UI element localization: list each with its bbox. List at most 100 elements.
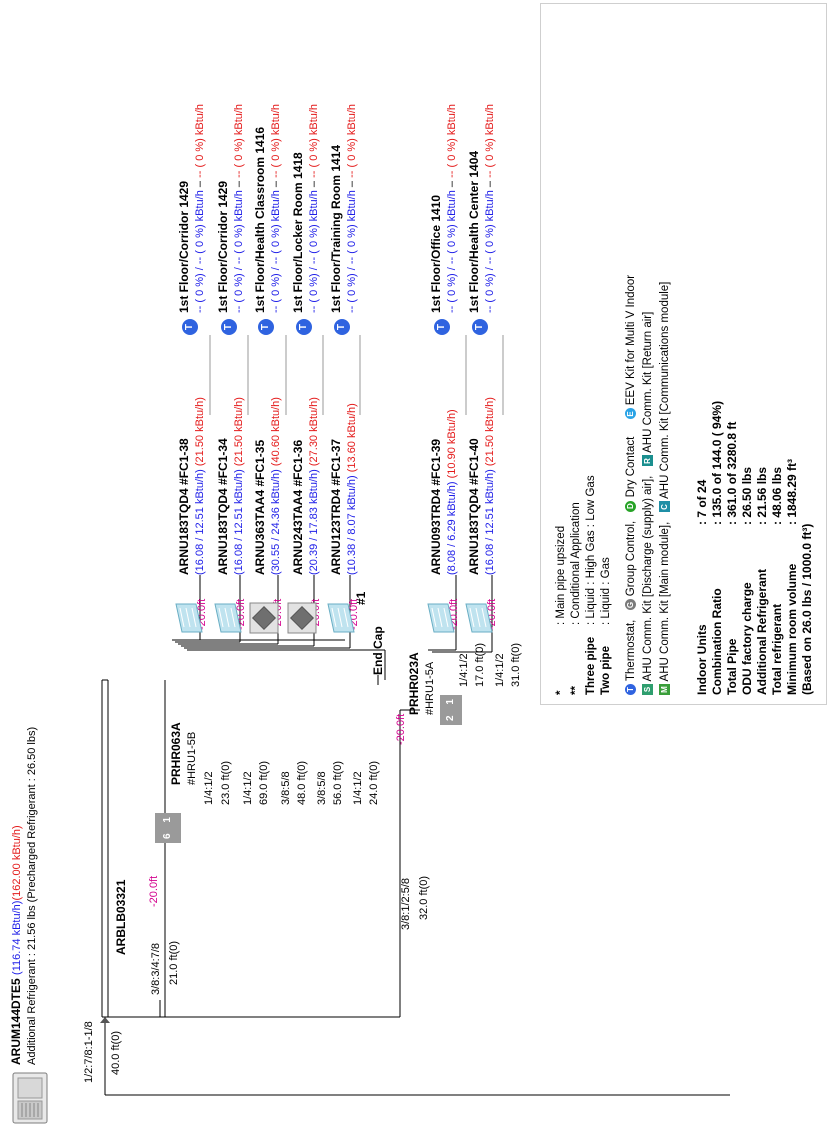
legend-note-1: *: Main pipe upsized bbox=[555, 525, 567, 695]
odu-model[interactable]: ARUM144DTE5 bbox=[9, 978, 23, 1065]
indoor-unit-model[interactable]: ARNU123TRD4 #FC1-37 bbox=[329, 438, 343, 575]
thermostat-icon[interactable]: T bbox=[434, 319, 450, 335]
room-load-rated: -- ( 0 %) kBtu/h bbox=[346, 103, 358, 178]
summary-value: : 7 of 24 bbox=[695, 479, 709, 525]
eev-kit-icon: E bbox=[625, 408, 637, 420]
room-load-capacity: -- ( 0 %) / -- ( 0 %) kBtu/h bbox=[194, 190, 206, 313]
ahu-return-icon: R bbox=[642, 455, 654, 467]
hru1-elevation: -20.0ft bbox=[148, 875, 160, 907]
indoor-unit-rated-value: (21.50 kBtu/h) bbox=[233, 397, 245, 467]
odu-pipe-size: 1/2:7/8:1-1/8 bbox=[83, 1021, 95, 1083]
room-load-rated: -- ( 0 %) kBtu/h bbox=[308, 103, 320, 178]
y-branch-pipe-a-length: 21.0 ft(0) bbox=[168, 940, 180, 985]
indoor-unit-model[interactable]: ARNU183TQD4 #FC1-34 bbox=[216, 438, 230, 575]
room-load-capacity: -- ( 0 %) / -- ( 0 %) kBtu/h bbox=[484, 190, 496, 313]
summary-value: : 26.50 lbs bbox=[740, 466, 754, 525]
indoor-unit-capacity-value: (16.08 / 12.51 kBtu/h) bbox=[484, 469, 496, 575]
indoor-unit-rated-value: (40.60 kBtu/h) bbox=[270, 397, 282, 467]
summary-value: : 48.06 lbs bbox=[770, 466, 784, 525]
thermostat-icon[interactable]: T bbox=[182, 319, 198, 335]
indoor-unit-capacity: (8.08 / 6.29 kBtu/h) (10.90 kBtu/h) bbox=[446, 409, 459, 575]
summary-label: Minimum room volume bbox=[785, 563, 799, 695]
hru1-pipe-3-len: 48.0 ft(0) bbox=[296, 760, 308, 805]
room-load-capacity: -- ( 0 %) / -- ( 0 %) kBtu/h bbox=[270, 190, 282, 313]
thermostat-icon[interactable]: T bbox=[221, 319, 237, 335]
hru1-pipe-1-size: 1/4:1/2 bbox=[203, 771, 215, 805]
ahu-main-icon: M bbox=[659, 684, 671, 695]
thermostat-icon[interactable]: T bbox=[296, 319, 312, 335]
ceiling-cassette-icon[interactable] bbox=[424, 601, 461, 635]
legend-panel bbox=[540, 3, 827, 705]
summary-label: Combination Ratio bbox=[710, 588, 724, 695]
indoor-unit-capacity: (20.39 / 17.83 kBtu/h) (27.30 kBtu/h) bbox=[308, 397, 321, 575]
summary-label: ODU factory charge bbox=[740, 582, 754, 695]
room-name: 1st Floor/Office 1410 bbox=[429, 194, 443, 313]
ceiling-cassette-4way-icon[interactable] bbox=[248, 601, 285, 635]
indoor-unit-capacity: (30.55 / 24.36 kBtu/h) (40.60 kBtu/h) bbox=[270, 397, 283, 575]
ceiling-cassette-icon[interactable] bbox=[462, 601, 499, 635]
hru1-pipe-3-size: 3/8:5/8 bbox=[280, 771, 292, 805]
thermostat-icon[interactable]: T bbox=[258, 319, 274, 335]
thermostat-icon[interactable]: T bbox=[334, 319, 350, 335]
room-load: -- ( 0 %) / -- ( 0 %) kBtu/h – -- ( 0 %)… bbox=[484, 103, 496, 313]
hru1-pipe-4-len: 56.0 ft(0) bbox=[332, 760, 344, 805]
room-load-rated: -- ( 0 %) kBtu/h bbox=[446, 103, 458, 178]
ceiling-cassette-icon[interactable] bbox=[324, 601, 361, 635]
hru1-model[interactable]: PRHR063A bbox=[169, 722, 183, 785]
hru2-pipe-2-len: 31.0 ft(0) bbox=[510, 642, 522, 687]
indoor-unit-capacity-value: (10.38 / 8.07 kBtu/h) bbox=[346, 475, 358, 575]
indoor-unit-capacity: (16.08 / 12.51 kBtu/h) (21.50 kBtu/h) bbox=[484, 397, 497, 575]
odu-refrigerant: Additional Refrigerant : 21.56 lbs (Prec… bbox=[26, 726, 38, 1065]
indoor-unit-capacity-value: (16.08 / 12.51 kBtu/h) bbox=[194, 469, 206, 575]
indoor-unit-rated-value: (21.50 kBtu/h) bbox=[194, 397, 206, 467]
indoor-unit-rated-value: (13.60 kBtu/h) bbox=[346, 403, 358, 473]
ceiling-cassette-icon[interactable] bbox=[172, 601, 209, 635]
hru2-pipe-2-size: 1/4:1/2 bbox=[494, 653, 506, 687]
ahu-supply-icon: S bbox=[642, 684, 654, 695]
y-branch-pipe-b-length: 32.0 ft(0) bbox=[418, 875, 430, 920]
summary-label: Total Pipe bbox=[725, 638, 739, 695]
indoor-unit-capacity: (16.08 / 12.51 kBtu/h) (21.50 kBtu/h) bbox=[194, 397, 207, 575]
hru1-pipe-1-len: 23.0 ft(0) bbox=[220, 760, 232, 805]
hru1-box-right: 1 bbox=[162, 817, 173, 823]
summary-value: : 361.0 of 3280.8 ft bbox=[725, 421, 739, 525]
indoor-unit-model[interactable]: ARNU363TAA4 #FC1-35 bbox=[253, 439, 267, 575]
indoor-unit-model[interactable]: ARNU093TRD4 #FC1-39 bbox=[429, 438, 443, 575]
hru1-pipe-4-size: 3/8:5/8 bbox=[316, 771, 328, 805]
hru2-model[interactable]: PRHR023A bbox=[407, 652, 421, 715]
ceiling-cassette-4way-icon[interactable] bbox=[286, 601, 323, 635]
indoor-unit-capacity-value: (30.55 / 24.36 kBtu/h) bbox=[270, 469, 282, 575]
outdoor-unit-icon[interactable] bbox=[10, 1070, 55, 1125]
room-load: -- ( 0 %) / -- ( 0 %) kBtu/h – -- ( 0 %)… bbox=[194, 103, 206, 313]
summary-value: : 135.0 of 144.0 ( 94%) bbox=[710, 400, 724, 525]
room-load: -- ( 0 %) / -- ( 0 %) kBtu/h – -- ( 0 %)… bbox=[446, 103, 458, 313]
indoor-unit-model[interactable]: ARNU183TQD4 #FC1-38 bbox=[177, 438, 191, 575]
summary-label: Indoor Units bbox=[695, 624, 709, 695]
dry-contact-icon: D bbox=[625, 500, 637, 512]
indoor-unit-capacity: (16.08 / 12.51 kBtu/h) (21.50 kBtu/h) bbox=[233, 397, 246, 575]
hru2-pipe-1-size: 1/4:1/2 bbox=[458, 653, 470, 687]
legend-note-3: Three pipe: Liquid : High Gas : Low Gas bbox=[585, 475, 597, 695]
summary-label: Total refrigerant bbox=[770, 603, 784, 695]
indoor-unit-rated-value: (27.30 kBtu/h) bbox=[308, 397, 320, 467]
room-name: 1st Floor/Locker Room 1418 bbox=[291, 152, 305, 313]
room-load-capacity: -- ( 0 %) / -- ( 0 %) kBtu/h bbox=[308, 190, 320, 313]
indoor-unit-model[interactable]: ARNU243TAA4 #FC1-36 bbox=[291, 439, 305, 575]
room-load-rated: -- ( 0 %) kBtu/h bbox=[194, 103, 206, 178]
ceiling-cassette-icon[interactable] bbox=[211, 601, 248, 635]
y-branch-model[interactable]: ARBLB03321 bbox=[114, 879, 128, 955]
room-load-capacity: -- ( 0 %) / -- ( 0 %) kBtu/h bbox=[233, 190, 245, 313]
indoor-unit-rated-value: (10.90 kBtu/h) bbox=[446, 409, 458, 479]
y-branch-pipe-b-size: 3/8:1/2:5/8 bbox=[400, 878, 412, 930]
hru2-box[interactable]: 2 1 bbox=[440, 695, 462, 725]
indoor-unit-capacity: (10.38 / 8.07 kBtu/h) (13.60 kBtu/h) bbox=[346, 403, 359, 575]
room-name: 1st Floor/Health Center 1404 bbox=[467, 150, 481, 313]
indoor-unit-model[interactable]: ARNU183TQD4 #FC1-40 bbox=[467, 438, 481, 575]
thermostat-icon[interactable]: T bbox=[472, 319, 488, 335]
hru1-box[interactable]: 6 1 bbox=[155, 813, 181, 843]
legend-row-2: S AHU Comm. Kit [Discharge (supply) air]… bbox=[642, 312, 654, 695]
summary-value: : 1848.29 ft³ bbox=[785, 458, 799, 525]
end-cap-label: End Cap bbox=[371, 626, 385, 675]
room-load: -- ( 0 %) / -- ( 0 %) kBtu/h – -- ( 0 %)… bbox=[308, 103, 320, 313]
